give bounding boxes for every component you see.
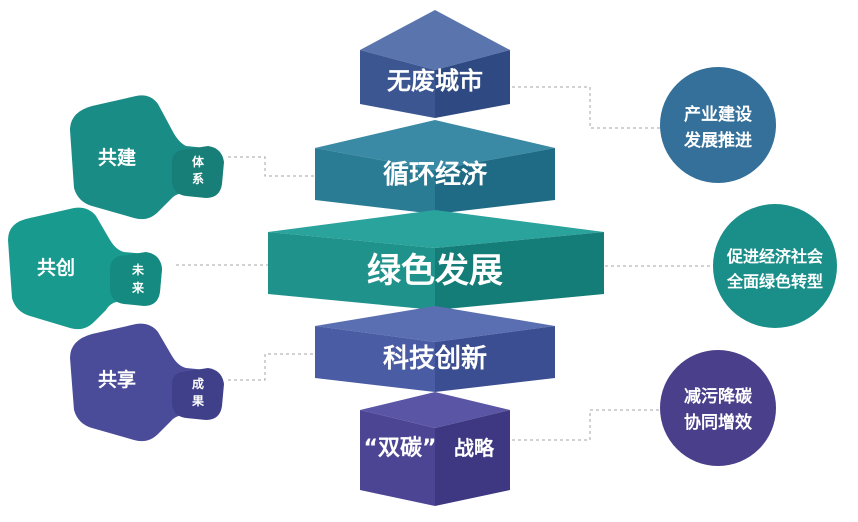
tower-label-1: 无废城市: [387, 67, 483, 95]
connector-bottom-left: [228, 353, 318, 381]
left-badge-3-sub1: 成: [192, 376, 204, 391]
tower-label-4: 科技创新: [383, 343, 487, 374]
tower-label-3: 绿色发展: [367, 251, 503, 291]
left-badge-1: 共建 体 系: [70, 95, 224, 220]
left-badge-2-main: 共创: [37, 256, 75, 279]
right-circle-3-line1: 减污降碳: [684, 386, 753, 407]
tower-level-2: 循环经济: [315, 120, 555, 214]
left-badge-1-main: 共建: [98, 146, 136, 169]
left-badge-2-sub2: 来: [131, 280, 145, 295]
left-badge-1-sub1: 体: [192, 154, 205, 169]
left-badge-2-sub1: 未: [131, 262, 144, 277]
connector-top-left: [228, 156, 318, 177]
right-circle-3-line2: 协同增效: [684, 412, 752, 433]
connector-bottom-right: [512, 409, 662, 441]
central-tower: 无废城市 循环经济 绿色发展 科技创新 “双碳”: [268, 10, 604, 506]
tower-label-5-suffix: 战略: [454, 436, 495, 460]
tower-level-5: “双碳” 战略: [360, 392, 510, 506]
tower-level-1: 无废城市: [360, 10, 510, 118]
left-badge-3: 共享 成 果: [70, 323, 224, 442]
tower-level-4: 科技创新: [315, 306, 555, 392]
connector-lines: [176, 86, 720, 441]
left-badge-3-main: 共享: [98, 368, 136, 391]
tower-label-2: 循环经济: [383, 159, 488, 190]
right-circle-1-line1: 产业建设: [684, 104, 752, 125]
left-badge-3-sub2: 果: [191, 394, 204, 408]
left-badge-2: 共创 未 来: [8, 207, 162, 330]
right-circle-3: 减污降碳 协同增效: [660, 350, 776, 466]
right-circle-1-line2: 发展推进: [683, 130, 752, 151]
right-circle-2-line2: 全面绿色转型: [726, 272, 823, 291]
right-circle-1: 产业建设 发展推进: [660, 67, 776, 183]
right-circle-2: 促进经济社会 全面绿色转型: [713, 204, 837, 328]
tower-label-5-quoted: “双碳”: [364, 436, 437, 461]
right-circle-2-line1: 促进经济社会: [726, 247, 823, 266]
tower-level-3: 绿色发展: [268, 210, 604, 310]
connector-top-right: [512, 86, 662, 129]
left-badge-1-sub2: 系: [192, 171, 204, 186]
